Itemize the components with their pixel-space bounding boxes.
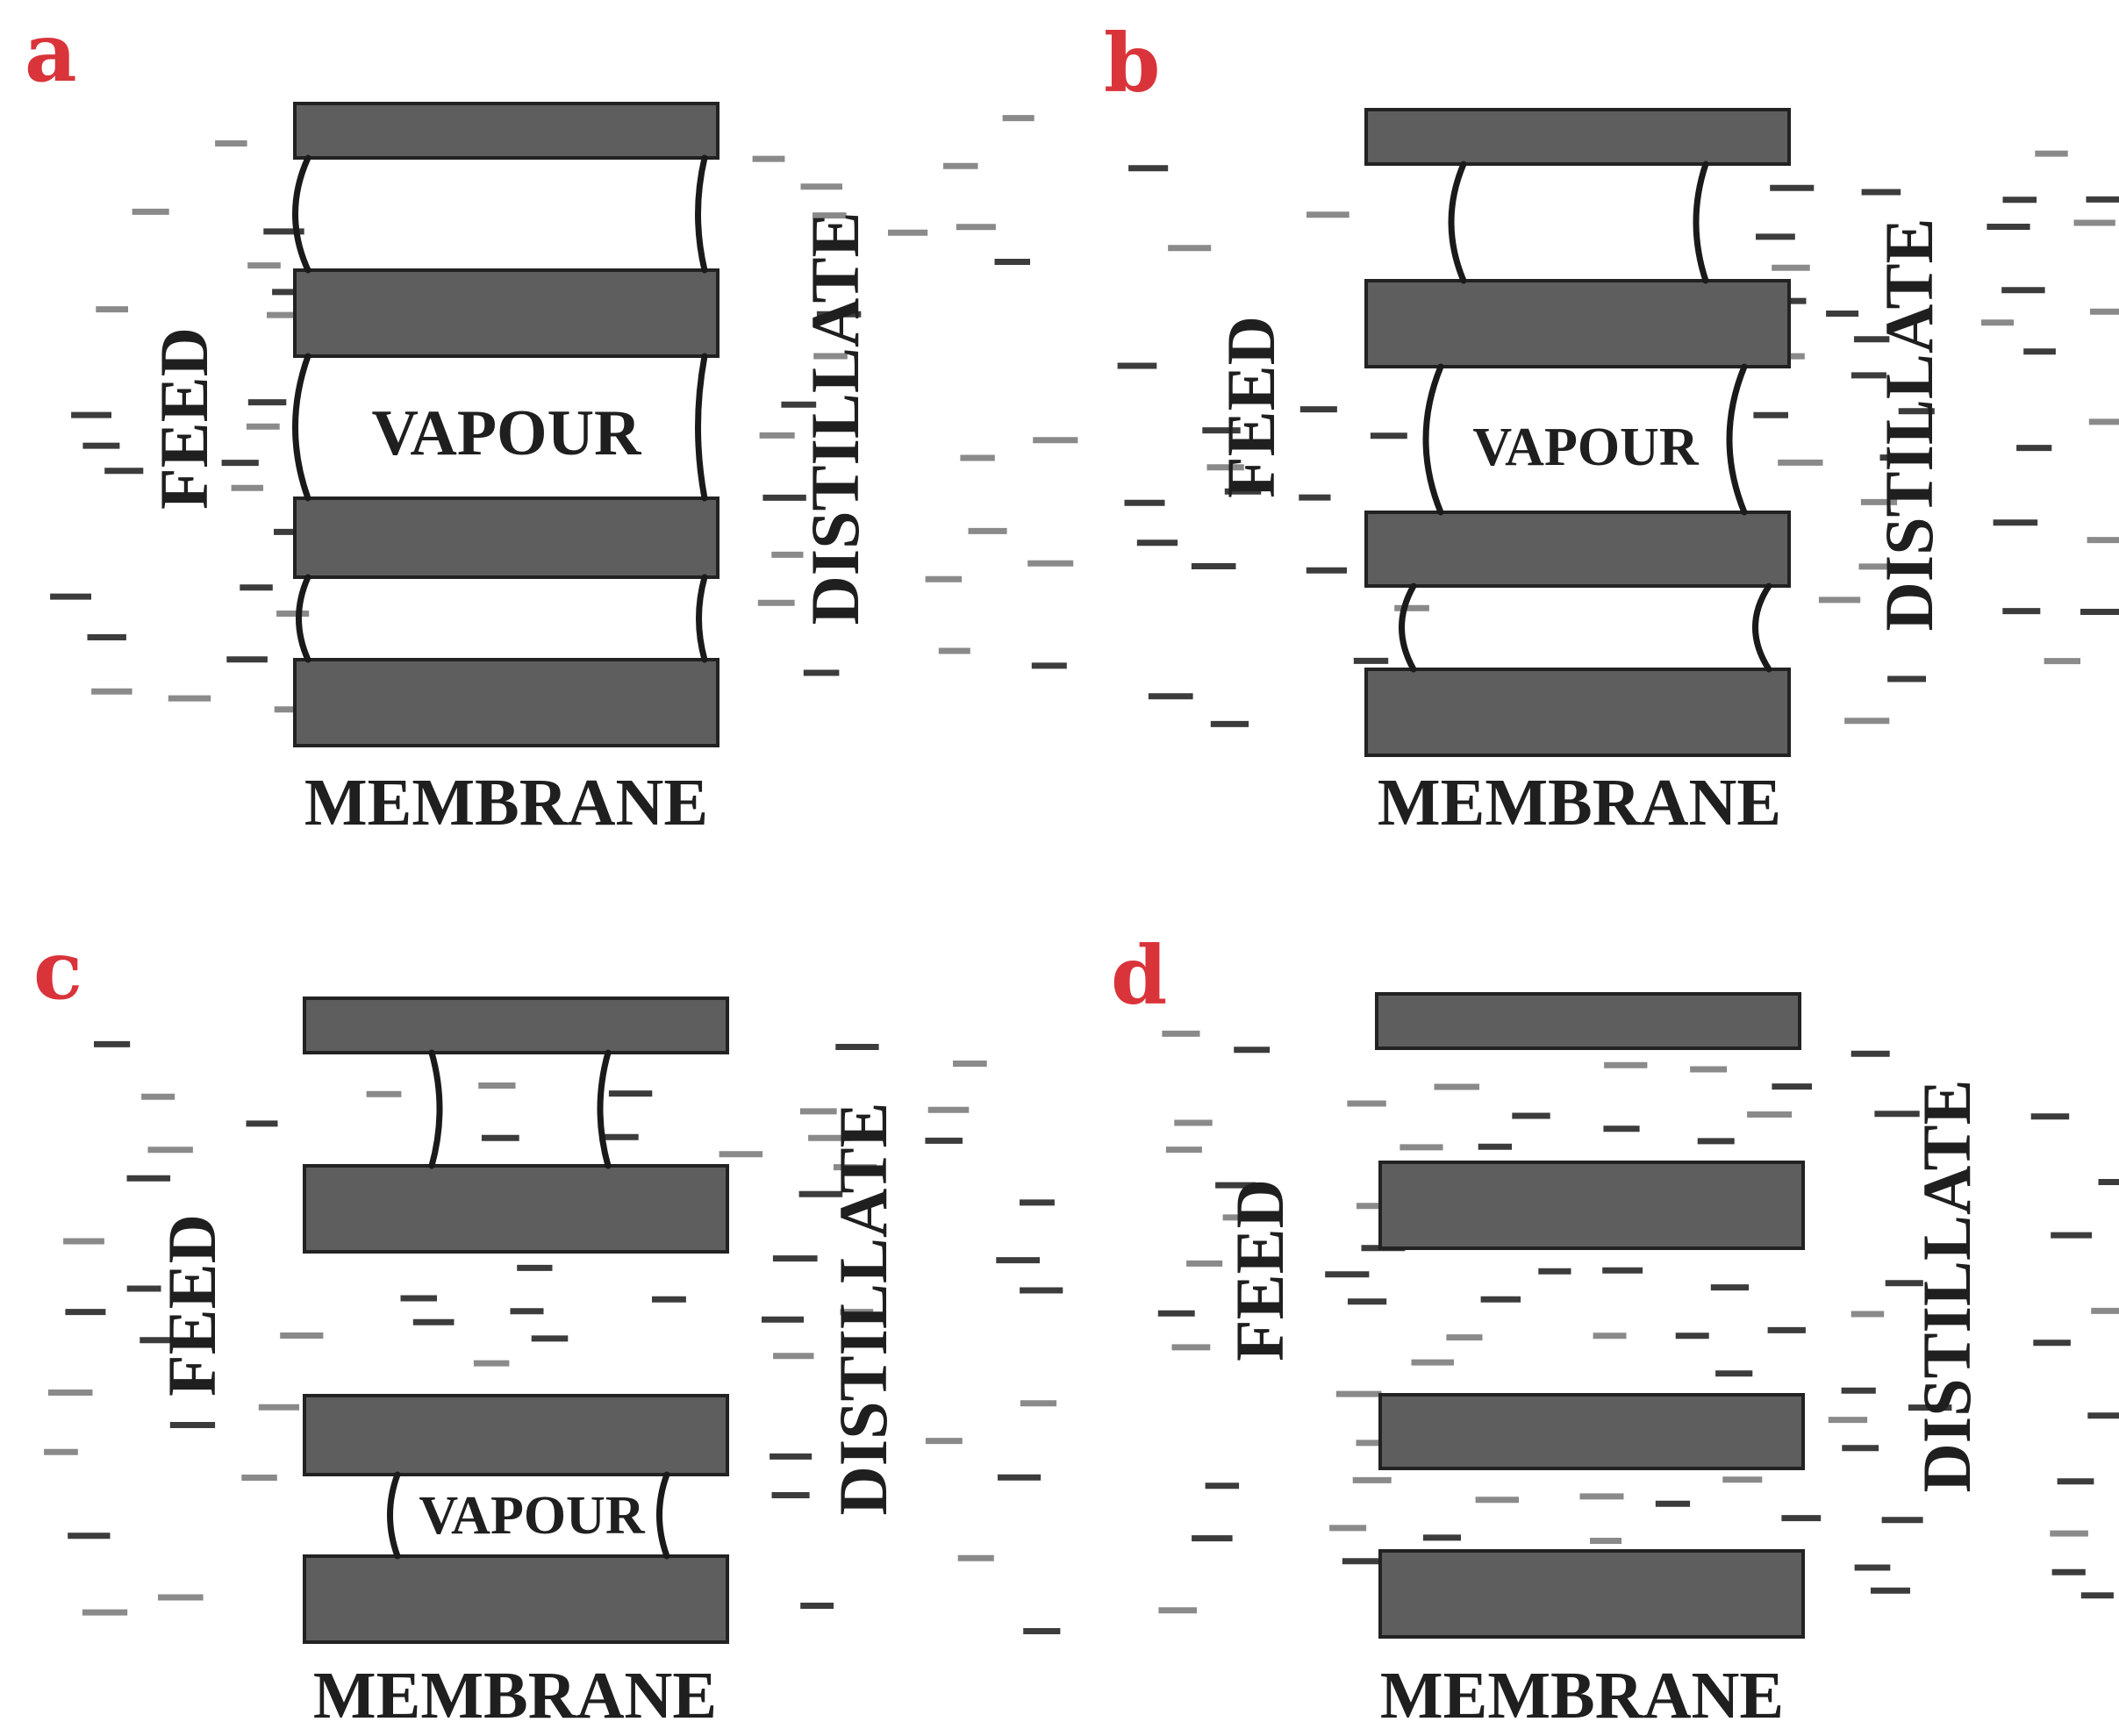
membrane-bar bbox=[303, 1394, 729, 1476]
meniscus bbox=[1399, 582, 1417, 673]
membrane-bar bbox=[1364, 279, 1791, 368]
meniscus-group bbox=[292, 154, 708, 663]
panel-a: a FEED DISTILLATE VAPOUR MEMBRANE bbox=[25, 5, 1078, 839]
feed-label: FEED bbox=[146, 327, 222, 510]
membrane-bars bbox=[1375, 992, 1805, 1639]
meniscus bbox=[387, 1471, 401, 1560]
membrane-label: MEMBRANE bbox=[1380, 1659, 1784, 1732]
membrane-bar bbox=[293, 497, 719, 579]
meniscus-group bbox=[1399, 161, 1772, 673]
panel-b: b FEED DISTILLATE VAPOUR MEMBRANE bbox=[1104, 16, 2119, 839]
meniscus bbox=[292, 154, 311, 274]
vapour-label: VAPOUR bbox=[372, 397, 643, 469]
membrane-bars bbox=[293, 102, 719, 747]
membrane-bar bbox=[1375, 992, 1801, 1050]
liquid-dashes bbox=[1117, 150, 2119, 727]
liquid-dashes bbox=[44, 1040, 1063, 1634]
panel-letter: c bbox=[33, 923, 82, 1018]
distillate-label: DISTILLATE bbox=[797, 211, 873, 625]
meniscus bbox=[1422, 363, 1444, 516]
membrane-bar bbox=[293, 102, 719, 160]
distillate-label: DISTILLATE bbox=[1871, 218, 1947, 631]
liquid-dashes bbox=[1157, 1030, 2119, 1614]
membrane-bar bbox=[1378, 1161, 1805, 1250]
panel-letter: b bbox=[1104, 16, 1160, 111]
meniscus bbox=[695, 353, 708, 502]
membrane-bar bbox=[1364, 108, 1791, 166]
membrane-label: MEMBRANE bbox=[313, 1659, 717, 1732]
panel-d: d FEED DISTILLATE MEMBRANE bbox=[1111, 928, 2119, 1732]
meniscus-group bbox=[387, 1049, 670, 1560]
meniscus bbox=[1752, 582, 1772, 673]
membrane-bar bbox=[293, 658, 719, 747]
meniscus bbox=[1693, 161, 1709, 284]
vapour-label: VAPOUR bbox=[419, 1486, 645, 1546]
meniscus bbox=[292, 353, 311, 502]
membrane-bar bbox=[1364, 511, 1791, 588]
distillate-label: DISTILLATE bbox=[1908, 1079, 1985, 1492]
meniscus bbox=[1448, 161, 1467, 284]
feed-label: FEED bbox=[1213, 316, 1289, 498]
panel-c: c FEED DISTILLATE VAPOUR MEMBRANE bbox=[33, 923, 1063, 1732]
panel-letter: a bbox=[25, 5, 77, 100]
meniscus bbox=[656, 1471, 670, 1560]
meniscus bbox=[696, 574, 708, 663]
membrane-bar bbox=[303, 997, 729, 1054]
membrane-bar bbox=[303, 1164, 729, 1254]
membrane-bar bbox=[1378, 1393, 1805, 1470]
membrane-label: MEMBRANE bbox=[1378, 766, 1781, 839]
panel-letter: d bbox=[1111, 928, 1167, 1023]
meniscus bbox=[695, 154, 708, 274]
feed-label: FEED bbox=[154, 1214, 230, 1397]
membrane-bar bbox=[1378, 1549, 1805, 1639]
membrane-label: MEMBRANE bbox=[304, 766, 708, 839]
feed-label: FEED bbox=[1221, 1179, 1298, 1361]
membrane-bars bbox=[1364, 108, 1791, 757]
meniscus bbox=[428, 1049, 443, 1169]
membrane-bars bbox=[303, 997, 729, 1644]
meniscus bbox=[597, 1049, 612, 1169]
meniscus bbox=[1726, 363, 1748, 516]
membrane-bar bbox=[1364, 668, 1791, 757]
meniscus bbox=[296, 574, 311, 663]
vapour-label: VAPOUR bbox=[1472, 418, 1699, 477]
distillate-label: DISTILLATE bbox=[825, 1102, 901, 1515]
membrane-bar bbox=[303, 1554, 729, 1644]
membrane-bar bbox=[293, 268, 719, 358]
